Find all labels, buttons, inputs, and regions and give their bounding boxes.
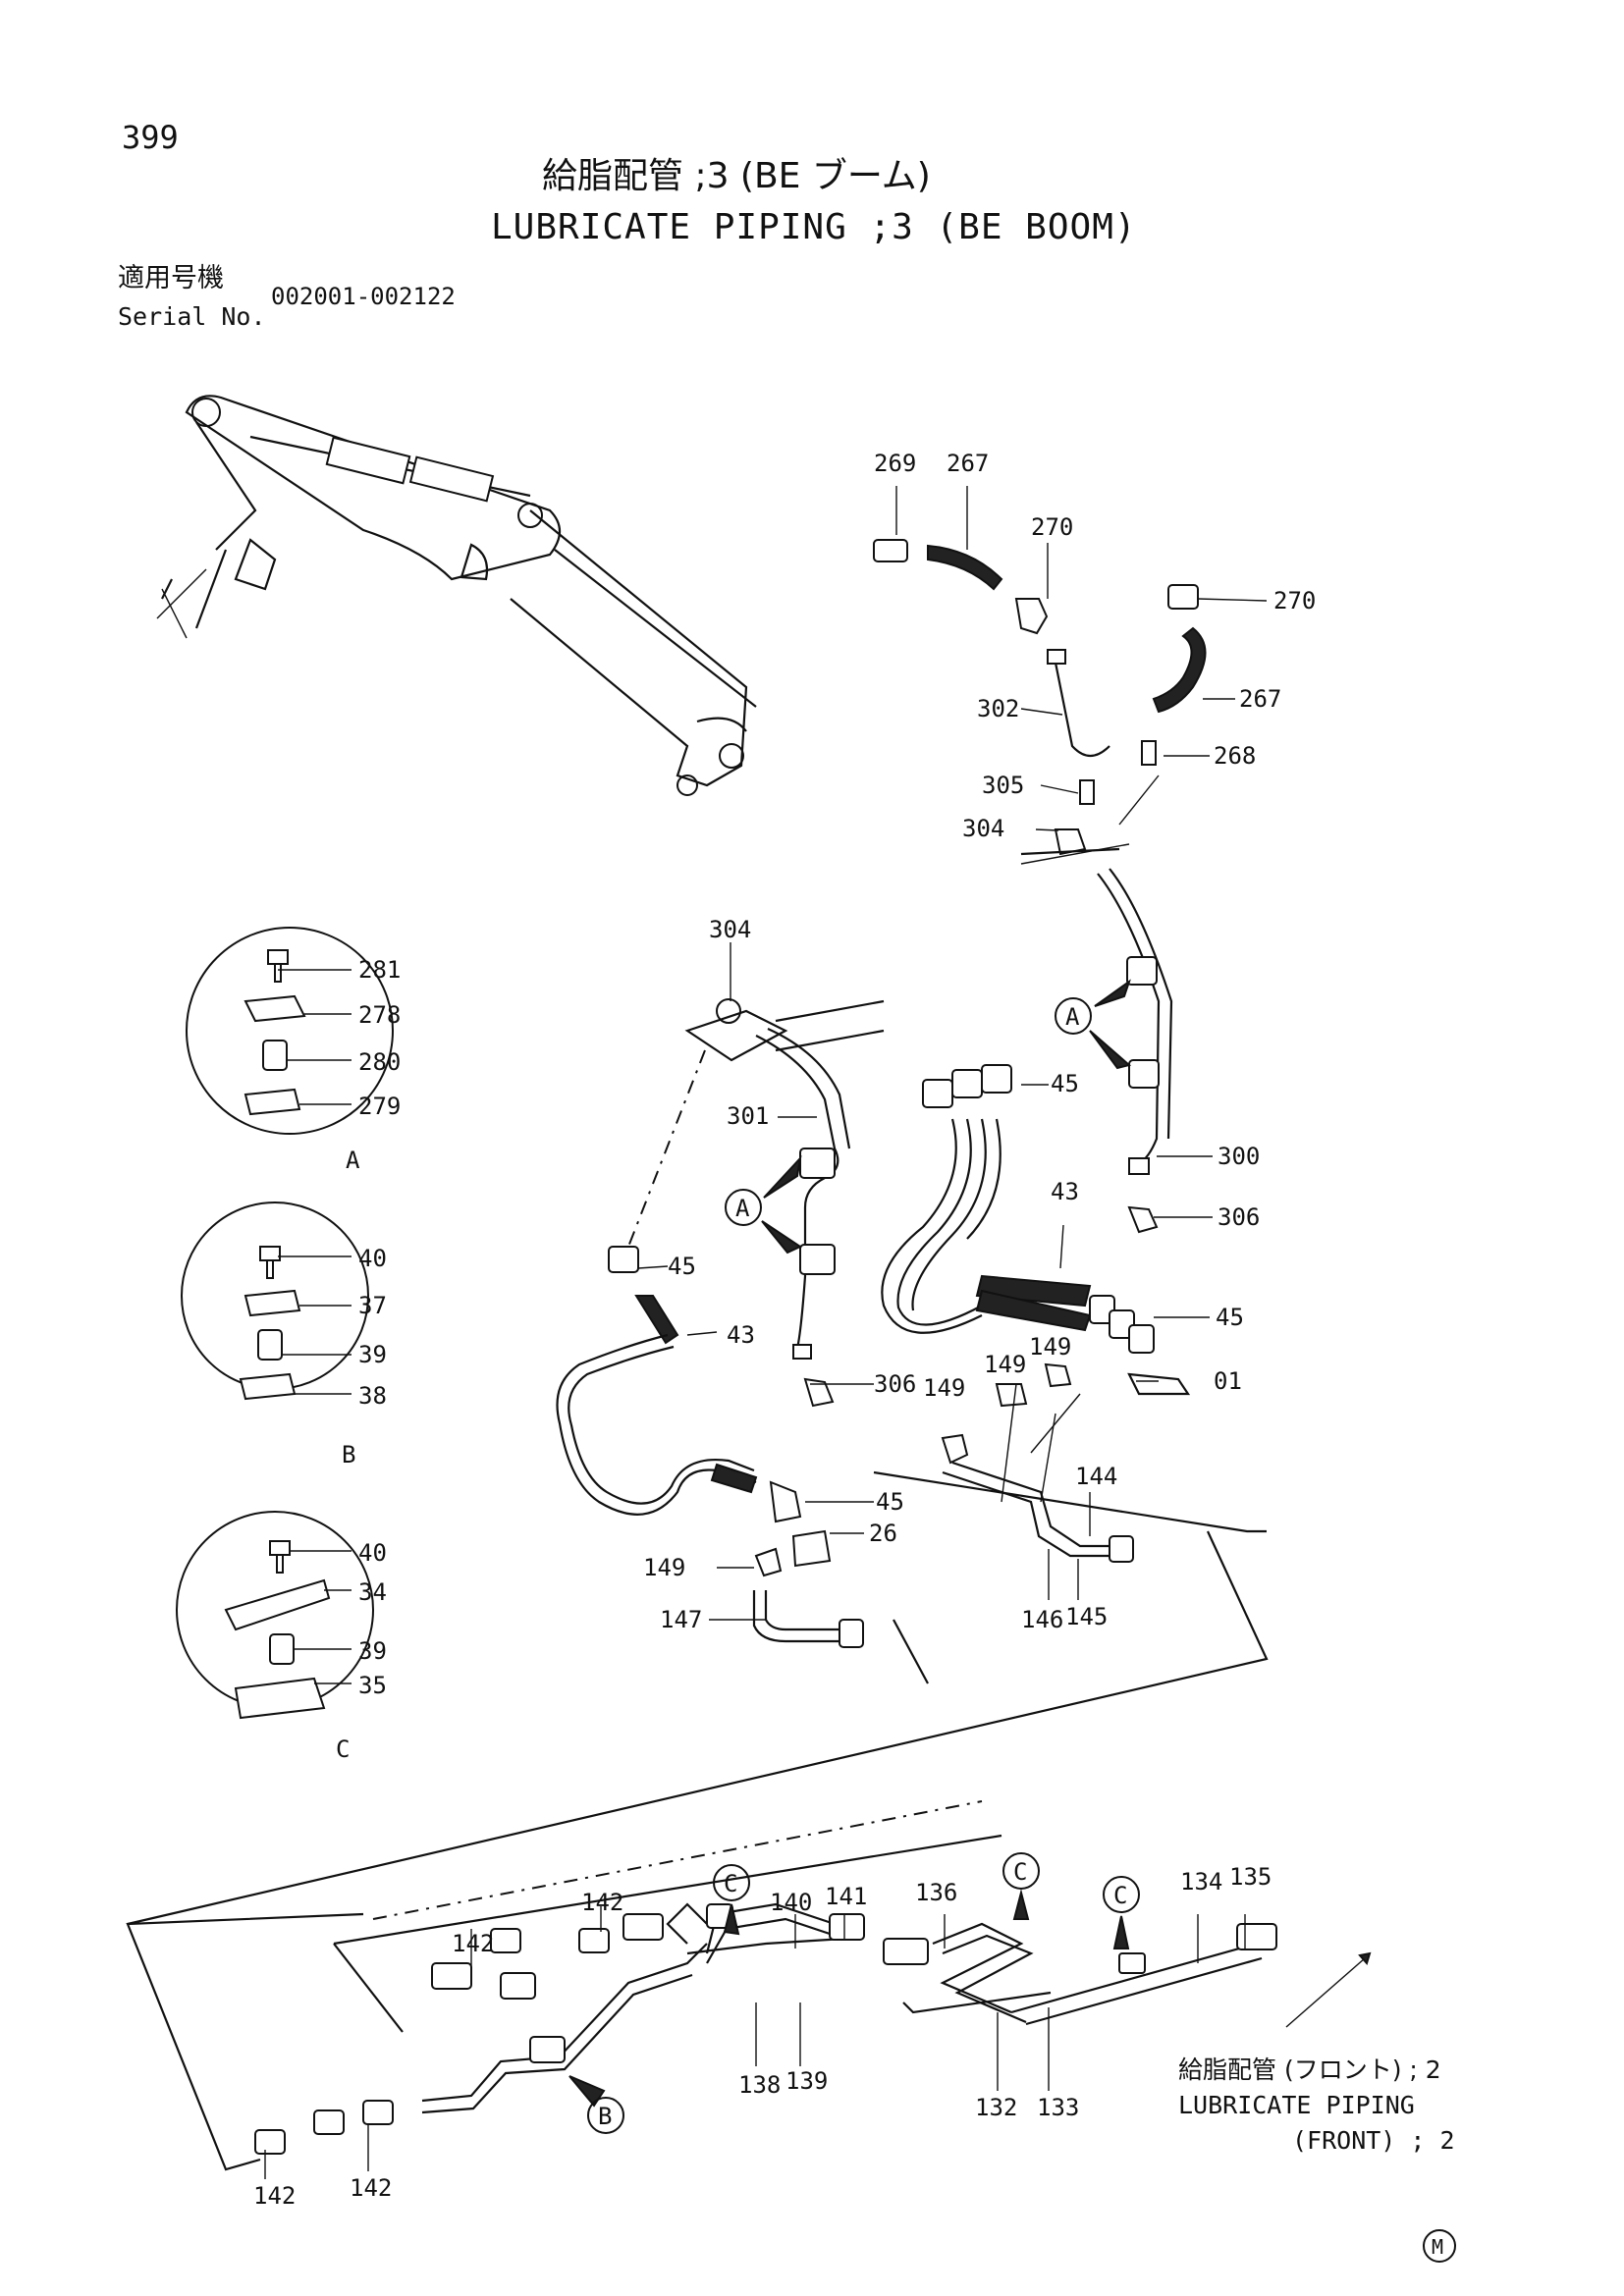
callout-278: 278 <box>358 1001 401 1029</box>
callout-34: 34 <box>358 1578 387 1606</box>
callout-40: 40 <box>358 1539 387 1567</box>
page-number: 399 <box>122 119 179 156</box>
callout-145: 145 <box>1065 1603 1108 1630</box>
front-piping-note-japanese: 給脂配管 (フロント) ; 2 <box>1178 2056 1441 2084</box>
callout-133: 133 <box>1037 2094 1079 2121</box>
detail-circle-b <box>181 1201 369 1401</box>
callout-marker-b <box>587 2097 624 2134</box>
callout-43: 43 <box>1051 1178 1079 1205</box>
callout-132: 132 <box>975 2094 1017 2121</box>
detail-circle-c <box>176 1511 374 1720</box>
callout-146: 146 <box>1021 1606 1063 1633</box>
callout-304: 304 <box>709 916 751 943</box>
callout-302: 302 <box>977 695 1019 722</box>
callout-147: 147 <box>660 1606 702 1633</box>
callout-numbers: 269 267 270 270 267 302 268 305 304 304 … <box>253 450 1316 2210</box>
callout-270: 270 <box>1031 513 1073 541</box>
callout-45: 45 <box>876 1488 904 1516</box>
callout-149: 149 <box>1029 1333 1071 1361</box>
callout-306: 306 <box>1218 1203 1260 1231</box>
corner-mark-letter: M <box>1432 2235 1443 2259</box>
boom-illustration <box>156 395 757 796</box>
callout-269: 269 <box>874 450 916 477</box>
marker-letter-c: C <box>1013 1858 1027 1886</box>
upper-right-assembly <box>873 539 1207 1234</box>
marker-letter-a: A <box>1065 1003 1080 1031</box>
front-piping-frames <box>126 1470 1372 2171</box>
detail-label-a: A <box>346 1147 360 1174</box>
callout-281: 281 <box>358 956 401 984</box>
serial-range: 002001-002122 <box>271 283 456 310</box>
front-piping-note-page: (FRONT) ; 2 <box>1292 2126 1455 2155</box>
callout-37: 37 <box>358 1292 387 1319</box>
front-piping-note-english: LUBRICATE PIPING <box>1178 2091 1415 2119</box>
callout-26: 26 <box>869 1520 897 1547</box>
callout-270: 270 <box>1273 587 1316 614</box>
front-piping-pipes <box>254 1902 1277 2155</box>
callout-135: 135 <box>1229 1863 1272 1891</box>
page-title-english: LUBRICATE PIPING ;3 (BE BOOM) <box>491 207 1137 247</box>
corner-mark: M <box>1423 2229 1456 2263</box>
serial-label-english: Serial No. <box>118 302 266 331</box>
callout-267: 267 <box>1239 685 1281 713</box>
hose-group <box>881 1064 1191 1563</box>
marker-letter-b: B <box>598 2103 612 2130</box>
callout-marker-c-1 <box>713 1864 750 1936</box>
marker-letter-c: C <box>724 1870 737 1897</box>
marker-letter-c: C <box>1113 1882 1127 1909</box>
callout-139: 139 <box>785 2067 828 2095</box>
callout-140: 140 <box>770 1889 812 1916</box>
callout-300: 300 <box>1218 1143 1260 1170</box>
callout-45: 45 <box>1051 1070 1079 1097</box>
callout-142: 142 <box>452 1930 494 1957</box>
page-title-japanese: 給脂配管 ;3 (BE ブーム) <box>542 156 931 196</box>
callout-267: 267 <box>947 450 989 477</box>
callout-39: 39 <box>358 1637 387 1665</box>
callout-136: 136 <box>915 1879 957 1906</box>
callout-138: 138 <box>738 2071 781 2099</box>
callout-marker-a-right <box>1055 979 1132 1070</box>
callout-marker-c-2 <box>1002 1852 1040 1920</box>
callout-marker-c-3 <box>1103 1876 1140 1949</box>
callout-01: 01 <box>1214 1367 1242 1395</box>
callout-144: 144 <box>1075 1463 1117 1490</box>
callout-45: 45 <box>1216 1304 1244 1331</box>
callout-39: 39 <box>358 1341 387 1368</box>
callout-marker-a-left <box>725 1154 803 1255</box>
callout-305: 305 <box>982 772 1024 799</box>
detail-label-c: C <box>336 1735 350 1763</box>
callout-142: 142 <box>253 2182 296 2210</box>
middle-assemblies <box>556 998 885 1648</box>
callout-149: 149 <box>643 1554 685 1581</box>
callout-45: 45 <box>668 1253 696 1280</box>
callout-304: 304 <box>962 815 1004 842</box>
leader-lines <box>264 486 1268 2179</box>
callout-279: 279 <box>358 1093 401 1120</box>
callout-38: 38 <box>358 1382 387 1410</box>
callout-142: 142 <box>350 2174 392 2202</box>
callout-40: 40 <box>358 1245 387 1272</box>
marker-letter-a: A <box>735 1195 750 1222</box>
callout-35: 35 <box>358 1672 387 1699</box>
serial-label-japanese: 適用号機 <box>118 263 224 294</box>
callout-280: 280 <box>358 1048 401 1076</box>
callout-268: 268 <box>1214 742 1256 770</box>
callout-306: 306 <box>874 1370 916 1398</box>
callout-141: 141 <box>825 1883 867 1910</box>
callout-142: 142 <box>581 1889 623 1916</box>
detail-circle-a <box>186 927 394 1135</box>
callout-149: 149 <box>923 1374 965 1402</box>
callout-134: 134 <box>1180 1868 1222 1896</box>
detail-label-b: B <box>342 1441 355 1468</box>
callout-301: 301 <box>727 1102 769 1130</box>
callout-43: 43 <box>727 1321 755 1349</box>
callout-149: 149 <box>984 1351 1026 1378</box>
marker-letters: A A B C C C <box>598 1003 1127 2130</box>
